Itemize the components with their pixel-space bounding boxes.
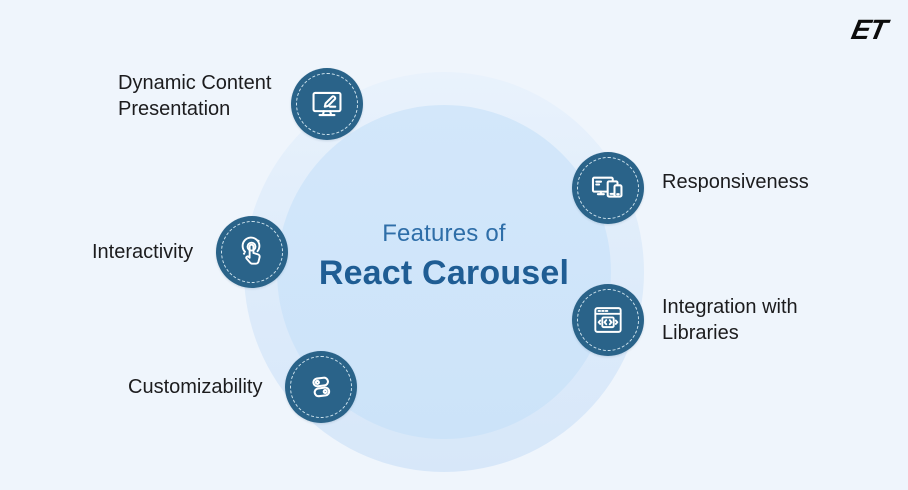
dashed-ring — [221, 221, 283, 283]
browser-code-icon — [594, 307, 622, 333]
feature-label-dynamic-content: Dynamic Content Presentation — [118, 72, 272, 120]
feature-label-customizability: Customizability — [128, 376, 263, 398]
feature-node-responsiveness — [572, 152, 644, 224]
toggles-icon — [312, 376, 331, 398]
dashed-ring — [577, 289, 639, 351]
feature-node-integration — [572, 284, 644, 356]
feature-label-responsiveness: Responsiveness — [662, 171, 809, 193]
tap-icon — [241, 236, 261, 265]
dashed-ring — [296, 73, 358, 135]
center-subtitle: Features of — [382, 220, 506, 247]
center-title: React Carousel — [318, 254, 570, 292]
feature-node-interactivity — [216, 216, 288, 288]
devices-icon — [591, 176, 623, 198]
feature-label-interactivity: Interactivity — [92, 241, 194, 263]
dashed-ring — [577, 157, 639, 219]
feature-label-integration: Integration with Libraries — [662, 296, 798, 344]
center-title-block: Features of React Carousel — [244, 220, 644, 293]
dashed-ring — [290, 356, 352, 418]
feature-node-customizability — [285, 351, 357, 423]
feature-node-dynamic-content — [291, 68, 363, 140]
et-logo: ET — [849, 14, 890, 45]
monitor-edit-icon — [312, 91, 342, 117]
